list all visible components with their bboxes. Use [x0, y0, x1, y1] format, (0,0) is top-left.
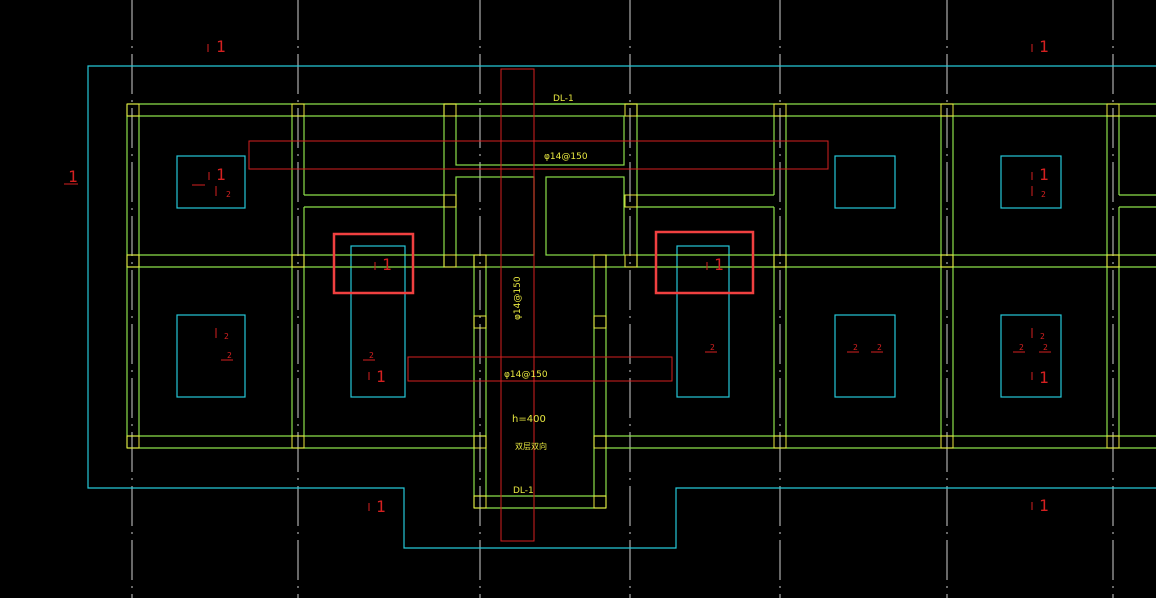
mark-col-right-top-sub: 2 — [1041, 190, 1046, 199]
pile-cap — [350, 245, 406, 398]
column-node — [1106, 103, 1120, 117]
highlight-box-right[interactable] — [654, 230, 755, 295]
column-node — [473, 254, 487, 268]
column-node — [773, 254, 787, 268]
column-node — [940, 254, 954, 268]
column-node — [773, 103, 787, 117]
column-node — [1106, 254, 1120, 268]
column-node — [443, 194, 457, 208]
rebar-label-mid: φ14@150 — [504, 370, 548, 380]
pile-cap — [834, 314, 896, 398]
foundation-outline — [87, 65, 1156, 549]
column-node — [473, 495, 487, 509]
column-node — [291, 103, 305, 117]
mark-top-right: 1 — [1039, 37, 1049, 56]
pile-cap — [1000, 155, 1062, 209]
column-node — [773, 435, 787, 449]
mark-col-right-top: 1 — [1039, 165, 1049, 184]
mark-col-right-bottom-3: 2 — [1043, 343, 1048, 352]
core-inner — [545, 176, 625, 256]
mark-col-right-bottom: 2 — [1040, 332, 1045, 341]
pile-cap — [176, 314, 246, 398]
column-node — [291, 254, 305, 268]
highlight-box-left[interactable] — [332, 232, 415, 295]
rebar-strips — [248, 68, 829, 542]
mark-col-left-bottom: 2 — [224, 332, 229, 341]
outline-perimeter — [87, 65, 1156, 549]
core-box — [443, 103, 638, 268]
mark-box-right-mid: 1 — [714, 255, 724, 274]
annotations: DL-1 DL-1 φ14@150 φ14@150 φ14@150 h=400 … — [504, 94, 588, 496]
mark-left-side: 1 — [68, 167, 78, 186]
mark-col-left-top: 1 — [216, 165, 226, 184]
column-node — [624, 194, 638, 208]
column-node — [443, 103, 457, 117]
mark-box-left-mid: 1 — [382, 255, 392, 274]
column-node — [624, 103, 638, 117]
mark-col-left-top-sub: 2 — [226, 190, 231, 199]
column-node — [443, 254, 457, 268]
mark-col-c-bottom-2: 2 — [877, 343, 882, 352]
column-node — [126, 103, 140, 117]
mark-top-left: 1 — [216, 37, 226, 56]
mark-col-c-bottom-1: 2 — [853, 343, 858, 352]
column-node — [593, 435, 607, 449]
pile-cap — [176, 155, 246, 209]
column-node — [291, 435, 305, 449]
column-node — [624, 254, 638, 268]
rebar-strip-mid — [407, 356, 673, 382]
axis-lines — [131, 0, 1114, 598]
mark-bottom-left: 1 — [376, 497, 386, 516]
beams — [126, 103, 1156, 509]
column-nodes — [126, 103, 1120, 509]
pile-cap — [676, 245, 730, 398]
column-node — [593, 315, 607, 329]
mark-col-left-bottom-sub: 2 — [227, 351, 232, 360]
section-marks: 1 1 1 1 1 1 2 1 2 1 1 2 2 2 — [64, 37, 1051, 516]
column-node — [126, 254, 140, 268]
beam-label-top: DL-1 — [553, 94, 574, 104]
rebar-label-vertical: φ14@150 — [513, 276, 523, 320]
mark-bottom-right: 1 — [1039, 496, 1049, 515]
rebar-strip-vertical — [500, 68, 535, 542]
mark-col-right-bottom-2: 2 — [1019, 343, 1024, 352]
layer-note: 双层双向 — [515, 441, 547, 451]
column-node — [940, 435, 954, 449]
column-node — [940, 103, 954, 117]
rebar-label-top: φ14@150 — [544, 152, 588, 162]
core-inner — [455, 176, 535, 256]
column-node — [126, 435, 140, 449]
column-node — [473, 435, 487, 449]
column-node — [593, 495, 607, 509]
rebar-strip-top — [248, 140, 829, 170]
mark-inner-left-bottom: 2 — [369, 351, 374, 360]
pile-cap — [834, 155, 896, 209]
column-node — [473, 315, 487, 329]
mark-col-right-bottom-4: 1 — [1039, 368, 1049, 387]
mark-inner-left-bottom-2: 1 — [376, 367, 386, 386]
highlights — [332, 230, 755, 295]
beam-label-bottom: DL-1 — [513, 486, 534, 496]
column-node — [593, 254, 607, 268]
pile-cap — [1000, 314, 1062, 398]
mark-inner-right-bottom: 2 — [710, 343, 715, 352]
column-node — [1106, 435, 1120, 449]
height-label: h=400 — [512, 414, 546, 425]
